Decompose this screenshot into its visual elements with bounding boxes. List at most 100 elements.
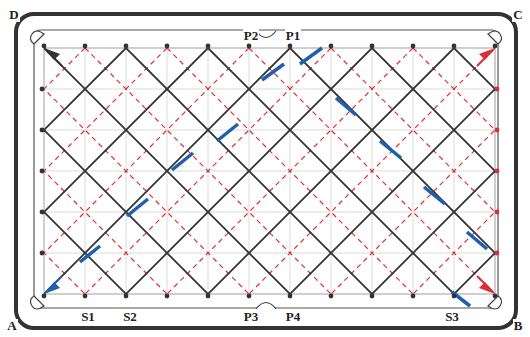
red-dashed-line xyxy=(44,48,331,294)
black-line xyxy=(290,48,495,294)
diamond-dot xyxy=(124,44,129,49)
red-dashed-line xyxy=(44,48,495,294)
grid-line xyxy=(44,89,495,90)
corner-label: C xyxy=(512,8,523,22)
blue-marker xyxy=(127,199,148,216)
diamond-dot xyxy=(493,44,498,49)
diamond-dot xyxy=(206,294,211,299)
diamond-dot xyxy=(495,251,500,256)
red-dashed-line xyxy=(44,48,495,294)
diamond-dot xyxy=(495,210,500,215)
grid-line xyxy=(44,253,495,254)
point-label: S2 xyxy=(122,310,138,324)
black-line xyxy=(44,48,454,294)
diamond-dot xyxy=(370,44,375,49)
corner-label: B xyxy=(513,319,524,333)
black-line xyxy=(454,48,495,294)
diamond-dot xyxy=(452,294,457,299)
red-dashed-line xyxy=(44,48,249,294)
blue-markers xyxy=(80,48,487,306)
point-label: P1 xyxy=(285,29,301,43)
blue-marker xyxy=(300,48,322,64)
red-dashed-line xyxy=(44,48,495,294)
black-line xyxy=(44,48,495,294)
diamond-dot xyxy=(411,44,416,49)
red-dashed-line xyxy=(44,48,495,294)
blue-marker xyxy=(262,64,284,80)
pockets xyxy=(30,31,501,309)
diamond-dot xyxy=(495,169,500,174)
playing-area xyxy=(44,48,495,294)
point-label: S3 xyxy=(444,310,460,324)
diamond-dot xyxy=(411,294,416,299)
diamond-dot xyxy=(288,44,293,49)
diamond-dot xyxy=(40,169,45,174)
blue-marker xyxy=(172,153,193,170)
corner-label: D xyxy=(8,8,19,22)
diamond-dot xyxy=(247,44,252,49)
red-dashed-line xyxy=(44,48,85,294)
black-line xyxy=(44,48,495,294)
black-line xyxy=(44,48,495,294)
point-label: P2 xyxy=(243,29,259,43)
point-label: S1 xyxy=(80,310,96,324)
red-dashed-line xyxy=(44,48,495,294)
diamond-dot xyxy=(370,294,375,299)
black-diamond-paths xyxy=(44,48,495,294)
grid-line xyxy=(44,130,495,131)
blue-marker xyxy=(80,246,100,262)
diamond-dot xyxy=(83,294,88,299)
black-line xyxy=(372,48,495,294)
diamond-dot xyxy=(42,294,47,299)
red-dashed-paths xyxy=(44,48,495,294)
black-line xyxy=(44,48,495,294)
diamond-dot xyxy=(40,87,45,92)
black-line xyxy=(44,48,495,294)
blue-marker xyxy=(336,98,356,115)
diamond-dot xyxy=(124,294,129,299)
blue-marker xyxy=(467,232,487,249)
diamond-dot xyxy=(40,251,45,256)
diamond-dot xyxy=(288,294,293,299)
grid-line xyxy=(44,171,495,172)
point-label: P4 xyxy=(285,310,301,324)
blue-marker xyxy=(424,187,445,204)
black-line xyxy=(44,48,372,294)
red-dashed-line xyxy=(44,48,167,294)
diamond-dot xyxy=(495,87,500,92)
black-line xyxy=(44,48,495,294)
black-line xyxy=(44,48,495,294)
red-dashed-line xyxy=(44,48,495,294)
red-dashed-line xyxy=(44,48,495,294)
grid xyxy=(44,48,495,294)
black-line xyxy=(126,48,495,294)
diamond-dot xyxy=(40,128,45,133)
diamond-dot xyxy=(165,44,170,49)
blue-marker xyxy=(380,141,401,158)
diamond-dot xyxy=(329,294,334,299)
diamond-dot xyxy=(83,44,88,49)
diamond-dots xyxy=(40,44,500,299)
blue-marker xyxy=(452,292,470,306)
diamond-dot xyxy=(165,294,170,299)
black-line xyxy=(44,48,495,294)
diamond-dot xyxy=(42,44,47,49)
diamond-dot xyxy=(247,294,252,299)
corner-arrows xyxy=(44,48,495,294)
diamond-dot xyxy=(329,44,334,49)
black-line xyxy=(44,48,208,294)
red-dashed-line xyxy=(44,48,495,294)
black-line xyxy=(44,48,495,294)
red-dashed-line xyxy=(44,48,495,294)
diamond-dot xyxy=(206,44,211,49)
corner-label: A xyxy=(6,319,17,333)
black-line xyxy=(208,48,495,294)
diamond-dot xyxy=(495,128,500,133)
grid-line xyxy=(44,212,495,213)
red-dashed-line xyxy=(44,48,413,294)
point-label: P3 xyxy=(243,310,259,324)
blue-marker xyxy=(217,124,238,141)
black-line xyxy=(44,48,290,294)
diamond-dot xyxy=(452,44,457,49)
